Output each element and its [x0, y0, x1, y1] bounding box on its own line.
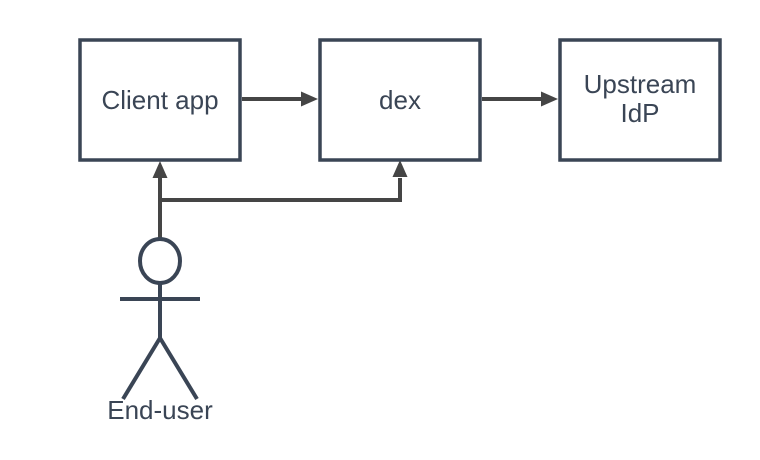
arrowhead-icon [301, 91, 318, 107]
upstream-idp-box [558, 38, 722, 162]
node-client-app: Client app [78, 38, 242, 162]
arrowhead-icon [152, 161, 168, 178]
edge-end-user-to-client-app [152, 161, 168, 240]
edge-client-app-to-dex [242, 91, 318, 107]
client-app-label: Client app [101, 85, 218, 115]
arrowhead-icon [541, 91, 558, 107]
edge-line [160, 178, 402, 202]
upstream-idp-label-line1: Upstream [584, 69, 697, 99]
actor-right-leg-icon [158, 336, 199, 401]
edge-end-user-to-dex [160, 160, 408, 202]
dex-label: dex [379, 85, 421, 115]
client-app-box [78, 38, 242, 162]
node-end-user: End-user [107, 237, 213, 425]
actor-head-icon [138, 237, 182, 285]
node-upstream-idp: Upstream IdP [558, 38, 722, 162]
arrowhead-icon [392, 160, 408, 177]
end-user-label: End-user [107, 395, 213, 425]
dex-box [318, 38, 482, 162]
actor-left-leg-icon [121, 336, 162, 401]
edge-dex-to-upstream-idp [482, 91, 558, 107]
upstream-idp-label-line2: IdP [620, 98, 659, 128]
node-dex: dex [318, 38, 482, 162]
